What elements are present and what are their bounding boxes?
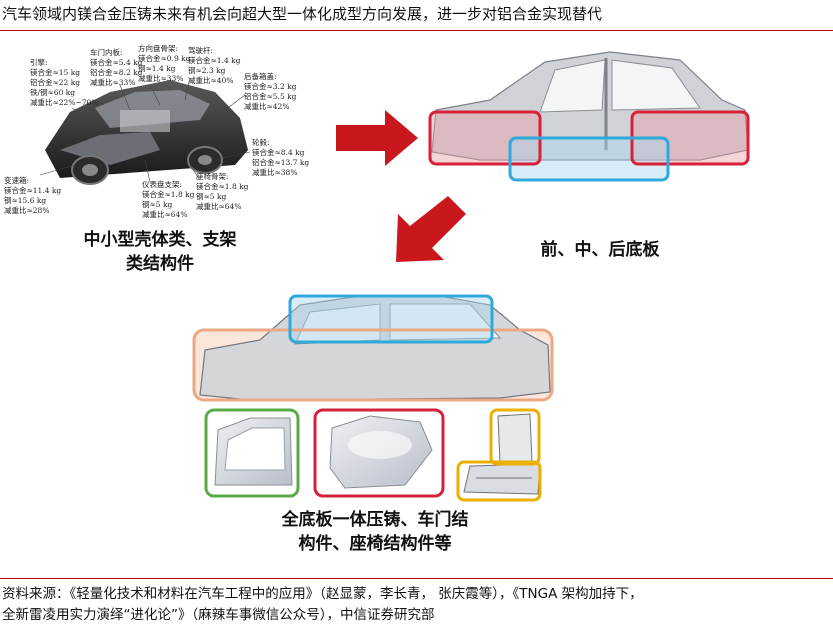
- source-divider: [0, 578, 833, 579]
- trunk-lid-part: [329, 415, 433, 489]
- seat-back-highlight: [489, 408, 541, 466]
- caption-small-parts: 中小型壳体类、支架 类结构件: [83, 230, 237, 274]
- trunk-lid-highlight: [313, 408, 445, 498]
- page-title: 汽车领域内镁合金压铸未来有机会向超大型一体化成型方向发展，进一步对铝合金实现替代: [2, 5, 603, 23]
- full-body-in-white: [194, 295, 552, 401]
- door-highlight: [204, 408, 300, 498]
- seat-base-highlight: [456, 460, 542, 502]
- door-inner-panel: [206, 410, 298, 496]
- body-in-white-side-view: [430, 51, 749, 180]
- arrow-right-icon: [336, 110, 418, 166]
- arrow-down-left-icon: [396, 196, 466, 262]
- title-divider: [0, 30, 833, 31]
- roof-structure-highlight: [288, 294, 494, 344]
- full-underbody-highlight: [192, 328, 554, 402]
- caption-full-casting: 全底板一体压铸、车门结 构件、座椅结构件等: [281, 510, 469, 554]
- seat-frame-part: [463, 413, 541, 495]
- source-note: 资料来源：《轻量化技术和材料在汽车工程中的应用》（赵显蒙，李长青， 张庆霞等），…: [2, 586, 643, 623]
- middle-underbody-highlight: [508, 136, 670, 182]
- cutaway-car-illustration: [39, 77, 251, 185]
- caption-underbody: 前、中、后底板: [540, 240, 660, 260]
